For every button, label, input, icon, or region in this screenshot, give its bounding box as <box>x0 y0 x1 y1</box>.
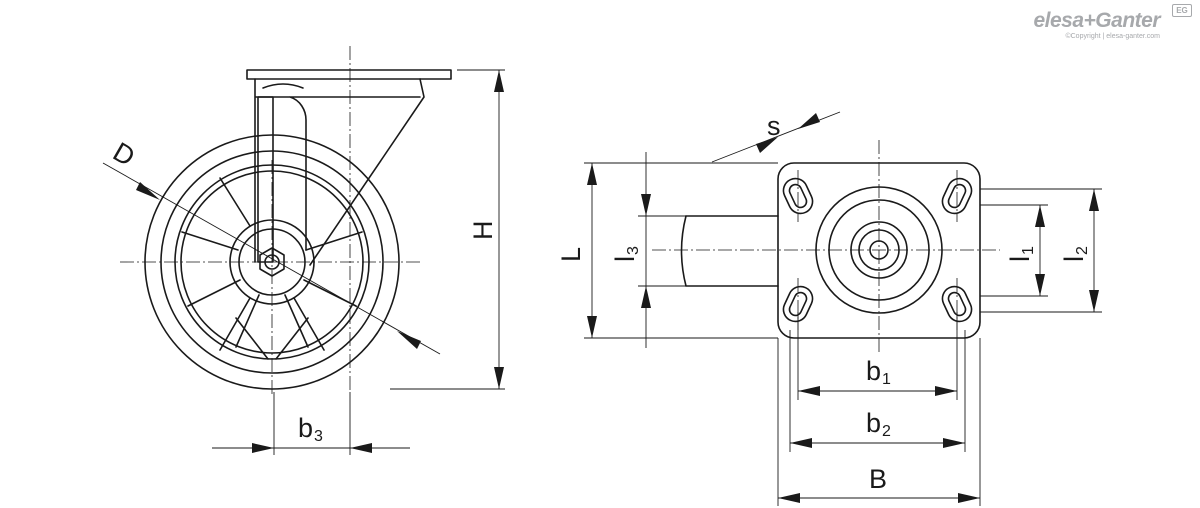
label-l3: l 3 <box>610 246 642 262</box>
label-b1: b 1 <box>866 356 891 388</box>
brand-copyright: ©Copyright | elesa-ganter.com <box>1065 33 1160 40</box>
svg-text:1: 1 <box>1020 246 1037 255</box>
svg-text:2: 2 <box>882 423 891 440</box>
svg-text:b: b <box>866 408 881 438</box>
top-plate <box>246 69 452 80</box>
fork-leg <box>257 96 274 263</box>
label-b3: b 3 <box>298 413 323 445</box>
svg-text:3: 3 <box>314 428 323 445</box>
svg-text:2: 2 <box>1074 246 1091 255</box>
svg-text:b: b <box>866 356 881 386</box>
label-l1: l 1 <box>1005 246 1037 262</box>
label-l2: l 2 <box>1059 246 1091 262</box>
label-D: D <box>108 137 140 173</box>
svg-text:l: l <box>1005 256 1035 262</box>
svg-text:l: l <box>1059 256 1089 262</box>
label-b2: b 2 <box>866 408 891 440</box>
svg-text:b: b <box>298 413 313 443</box>
svg-text:l: l <box>610 256 640 262</box>
wheel-spokes <box>181 177 363 360</box>
mounting-slots <box>782 177 973 323</box>
label-H: H <box>468 221 498 241</box>
brand-logo: elesa+Ganter ©Copyright | elesa-ganter.c… <box>1033 10 1160 41</box>
fork-crown <box>262 83 304 89</box>
svg-text:1: 1 <box>882 371 891 388</box>
top-view <box>584 111 1102 506</box>
brand-name: elesa+Ganter <box>1033 9 1160 32</box>
dimension-labels: D H b 3 s L l 3 l 1 l 2 b 1 b 2 B <box>108 111 1091 494</box>
eg-badge-icon: EG <box>1172 4 1192 17</box>
D-dimension-line <box>102 162 441 355</box>
label-s: s <box>767 111 781 141</box>
swivel-arm <box>680 215 779 287</box>
side-view <box>102 46 505 455</box>
svg-text:3: 3 <box>625 246 642 255</box>
label-L: L <box>556 247 586 262</box>
label-B: B <box>869 464 887 494</box>
